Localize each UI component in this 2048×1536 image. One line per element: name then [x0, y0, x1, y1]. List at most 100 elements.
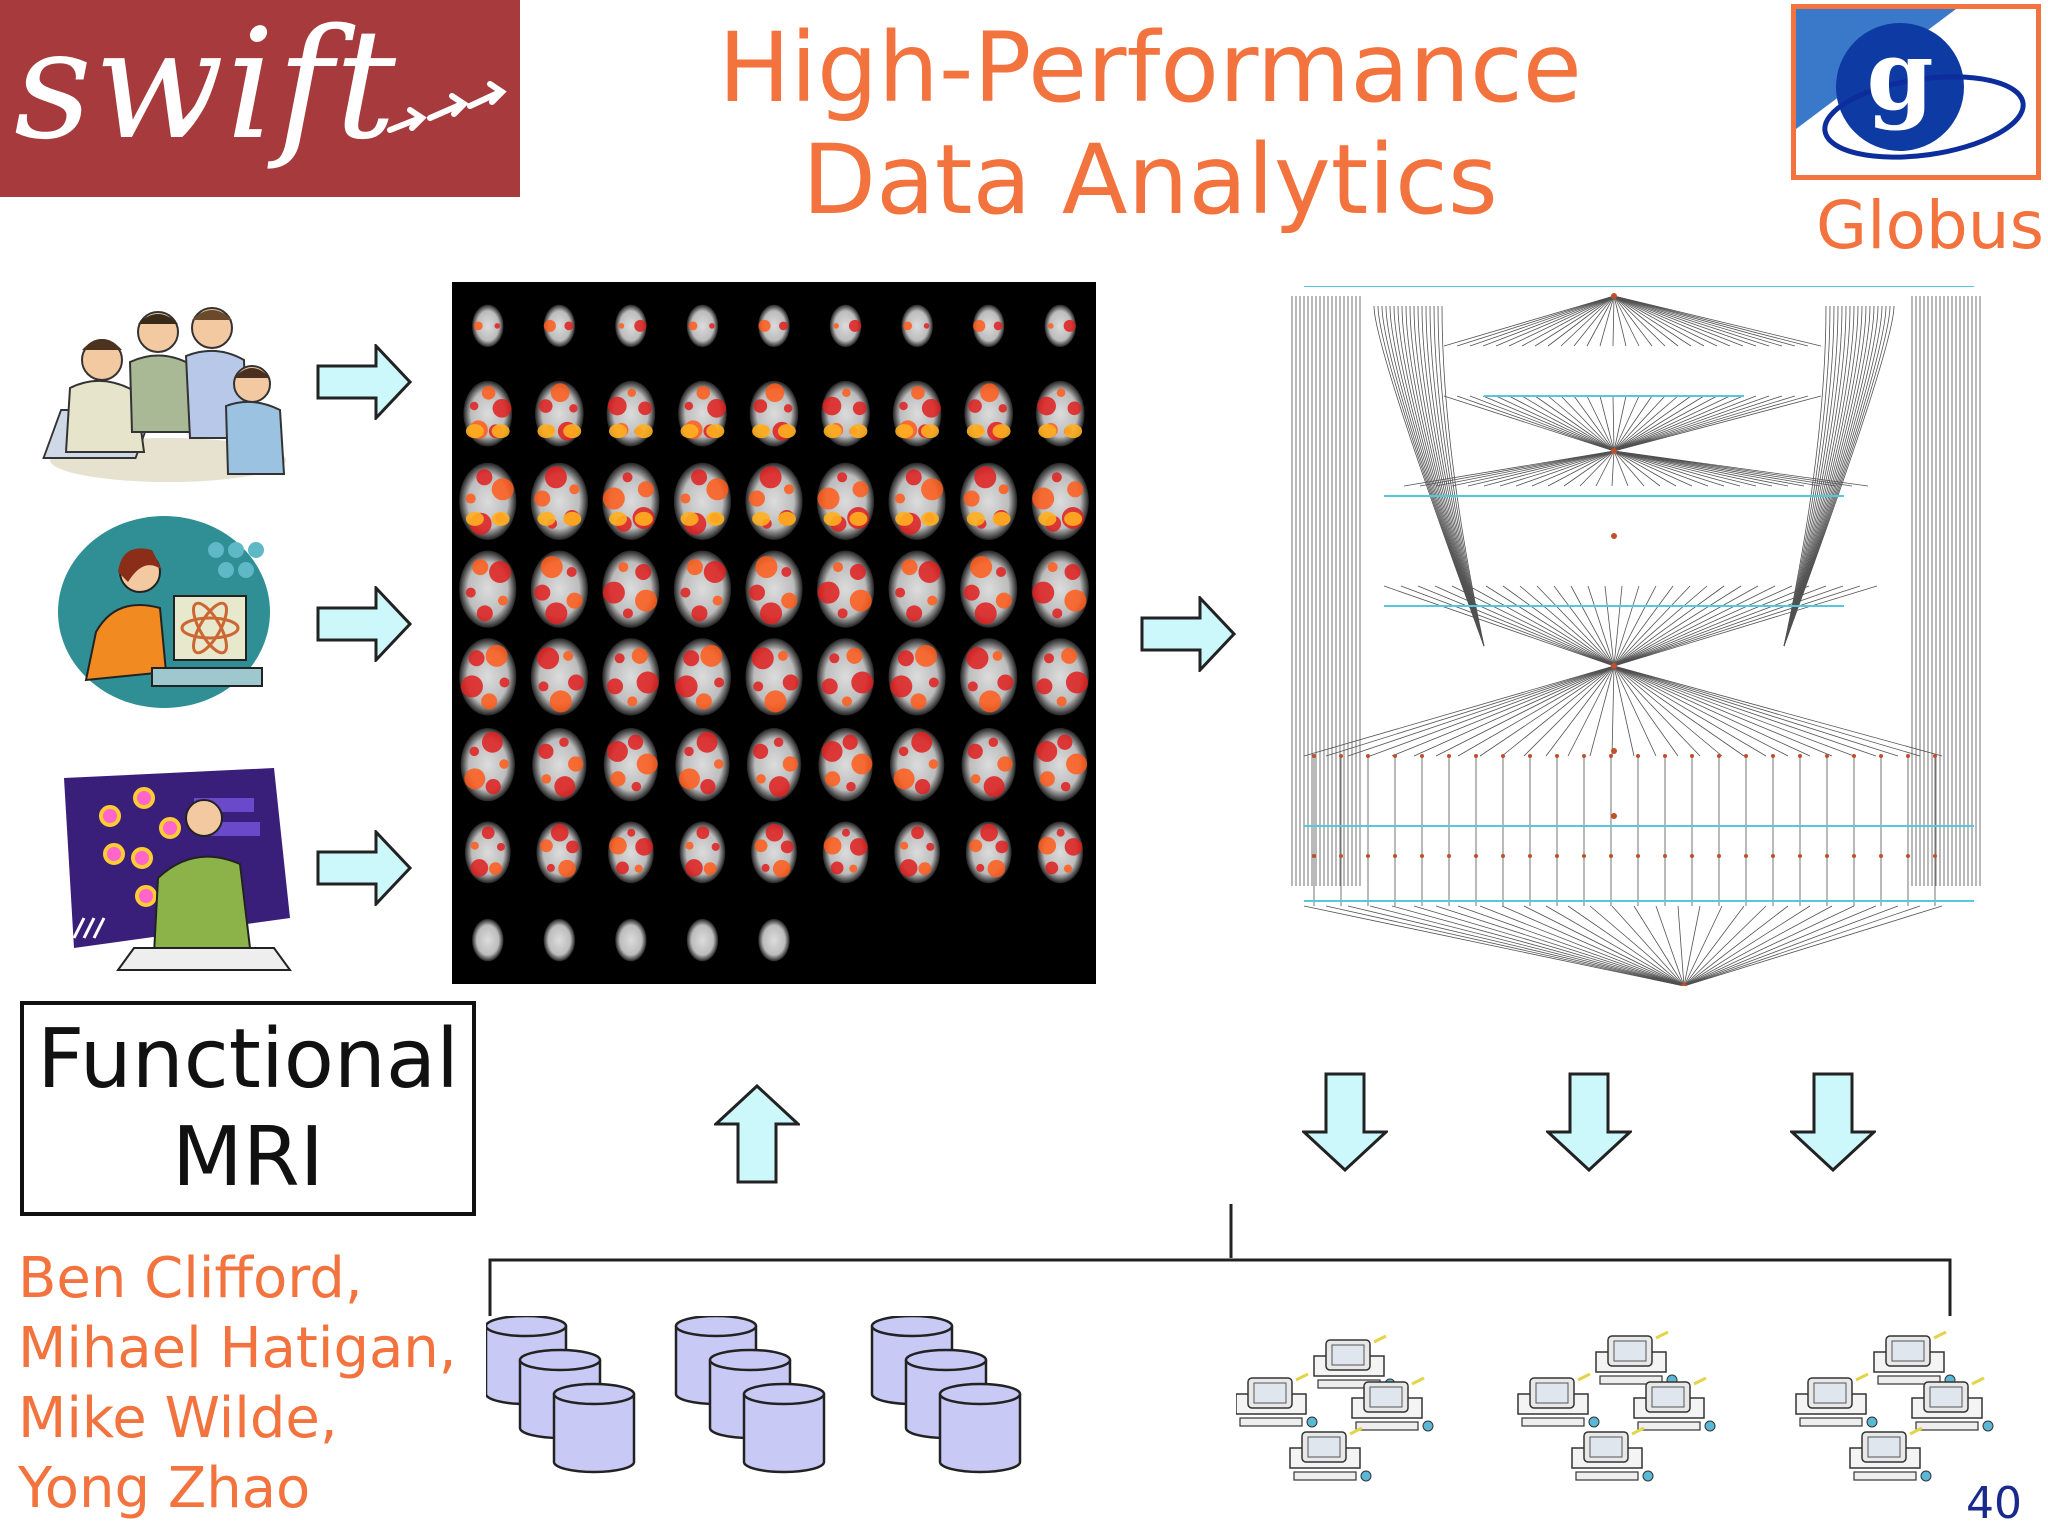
presenter-molecule-clipart [64, 768, 292, 971]
dag-edge [1613, 665, 1899, 757]
dag-edge [1456, 295, 1615, 347]
title-line-2: Data Analytics [802, 124, 1498, 236]
dag-edge [1613, 665, 1877, 757]
dag-edge [1369, 905, 1685, 986]
dag-edge [1783, 305, 1887, 647]
brain-slice [888, 462, 946, 540]
dag-node [1555, 754, 1559, 758]
computer-cluster-icon [1517, 1330, 1716, 1482]
brain-slice [1044, 304, 1076, 348]
brain-slice [746, 727, 802, 802]
dag-edge [1385, 305, 1485, 647]
brain-slice [1035, 380, 1085, 447]
dag-edge [1391, 905, 1685, 986]
dag-node [1312, 754, 1316, 758]
dag-node [1825, 854, 1829, 858]
workflow-dag-graph [1291, 286, 1981, 986]
dag-edge [1495, 295, 1615, 347]
dag-edge [1523, 905, 1685, 986]
brain-slice [1031, 638, 1089, 716]
dag-edge [1589, 905, 1685, 986]
right-arrow-icon [316, 830, 412, 906]
dag-edge [1613, 585, 1691, 667]
brain-slice [532, 727, 587, 802]
dag-node [1339, 754, 1343, 758]
dag-edge [1613, 585, 1776, 667]
dag-edge [1405, 305, 1485, 647]
dag-edge [1443, 395, 1615, 452]
dag-edges [1291, 295, 1981, 986]
dag-edge [1409, 305, 1485, 647]
down-arrow-icon [1302, 1072, 1388, 1172]
dag-edge [1479, 665, 1615, 757]
dag-node [1447, 854, 1451, 858]
brain-slice [459, 550, 517, 628]
dag-edge [1482, 295, 1615, 347]
dag-edge [1613, 585, 1844, 667]
dag-edge [1303, 665, 1615, 757]
dag-edge [1515, 450, 1615, 487]
dag-edge [1683, 905, 1701, 986]
brain-slice [530, 638, 588, 716]
dag-edge [1613, 395, 1705, 452]
dag-edge [1613, 395, 1796, 452]
dag-node [1879, 854, 1883, 858]
brain-slice [1031, 550, 1089, 628]
dag-edge [1534, 295, 1615, 347]
author-list: Ben Clifford, Mihael Hatigan, Mike Wilde… [18, 1244, 457, 1524]
dag-edge [1451, 585, 1615, 667]
dag-edge [1433, 305, 1485, 647]
dag-node [1690, 854, 1694, 858]
dag-edge [1508, 395, 1615, 452]
author-name: Ben Clifford, [18, 1246, 363, 1311]
dag-edge [1613, 450, 1645, 487]
dag-node [1611, 813, 1617, 819]
brain-slice [816, 462, 875, 540]
dag-edge [1613, 295, 1783, 347]
dag-node [1933, 854, 1937, 858]
dag-edge [1495, 395, 1615, 452]
dag-edge [1613, 450, 1677, 487]
dag-levels [1304, 286, 1974, 902]
brain-slice [535, 380, 584, 447]
brain-slice [972, 304, 1005, 348]
dag-edge [1683, 905, 1723, 986]
brain-slice [675, 727, 730, 802]
dag-edge [1467, 450, 1615, 487]
dag-edge [1567, 905, 1685, 986]
brain-slice [678, 380, 727, 447]
dag-edge [1683, 905, 1943, 986]
dag-edge [1683, 905, 1789, 986]
dag-node [1933, 754, 1937, 758]
brain-slice [686, 918, 719, 962]
dag-node [1852, 754, 1856, 758]
dag-edge [1413, 665, 1615, 757]
dag-edge [1560, 395, 1615, 452]
dag-edge [1531, 450, 1615, 487]
dag-edge [1783, 305, 1863, 647]
dag-edge [1482, 395, 1615, 452]
dag-edge [1421, 305, 1485, 647]
dag-edge [1613, 450, 1821, 487]
storage-cylinders-group [486, 1316, 1022, 1474]
dag-node [1663, 754, 1667, 758]
dag-edge [1586, 295, 1615, 347]
dag-edge [1613, 295, 1653, 347]
dag-edge [1613, 295, 1744, 347]
dag-node [1366, 854, 1370, 858]
brain-slice [460, 727, 515, 802]
dag-edge [1783, 305, 1851, 647]
dag-edge [1613, 395, 1744, 452]
dag-edge [1613, 395, 1666, 452]
brain-slice [829, 304, 862, 348]
dag-edge [1599, 295, 1615, 347]
dag-edge [1783, 305, 1879, 647]
dag-edge [1613, 585, 1657, 667]
dag-edge [1613, 585, 1708, 667]
brain-slice [679, 821, 726, 884]
brain-slice [602, 638, 660, 716]
dag-edge [1612, 395, 1615, 452]
dag-edge [1683, 905, 1855, 986]
dag-edge [1553, 585, 1615, 667]
dag-edge [1683, 905, 1877, 986]
